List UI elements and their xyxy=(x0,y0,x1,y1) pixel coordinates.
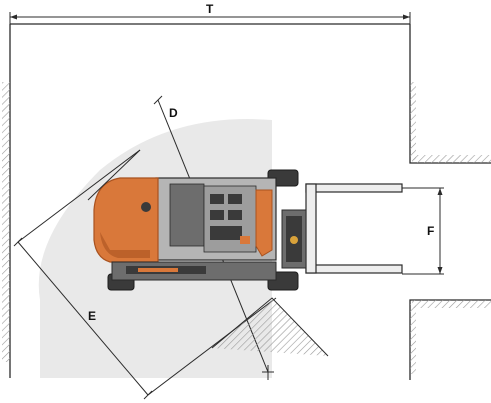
right-upper-floor-hatch xyxy=(412,155,491,163)
side-rail xyxy=(111,261,277,281)
right-lower-floor-hatch xyxy=(412,300,491,308)
right-orange-panel xyxy=(255,189,273,257)
right-upper-wall-hatch xyxy=(410,82,416,160)
dimension-t xyxy=(9,12,411,24)
corner-triangle xyxy=(211,297,329,357)
label-e: E xyxy=(88,309,96,323)
label-d: D xyxy=(169,106,178,120)
mast xyxy=(281,209,307,269)
dimension-f xyxy=(402,187,444,275)
counterweight-body xyxy=(93,177,159,263)
rear-swing-line xyxy=(87,149,141,201)
label-f: F xyxy=(427,224,434,238)
right-lower-wall-hatch xyxy=(410,304,416,374)
left-wall-hatch xyxy=(2,82,10,362)
body-bolt xyxy=(141,202,151,212)
label-t: T xyxy=(206,2,214,16)
counterweight-shadow xyxy=(100,232,150,258)
forks xyxy=(305,183,403,274)
